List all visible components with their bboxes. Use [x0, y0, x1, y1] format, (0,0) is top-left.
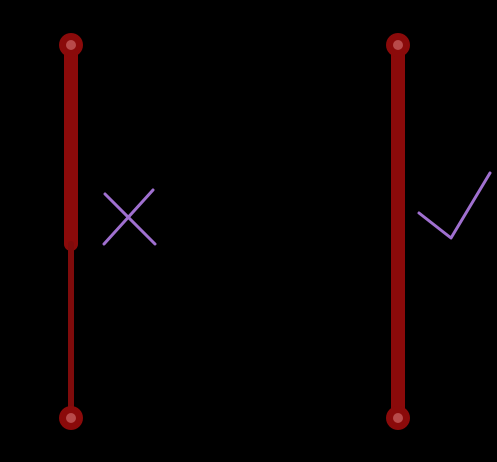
right-rod-group — [386, 33, 410, 430]
right-rod-bottom-endpoint — [386, 406, 410, 430]
x-cross-icon — [102, 188, 157, 246]
left-rod-group — [59, 33, 83, 430]
checkmark-icon — [417, 171, 492, 240]
left-rod-top-endpoint — [59, 33, 83, 57]
left-rod-bottom-endpoint — [59, 406, 83, 430]
right-rod-top-endpoint — [386, 33, 410, 57]
